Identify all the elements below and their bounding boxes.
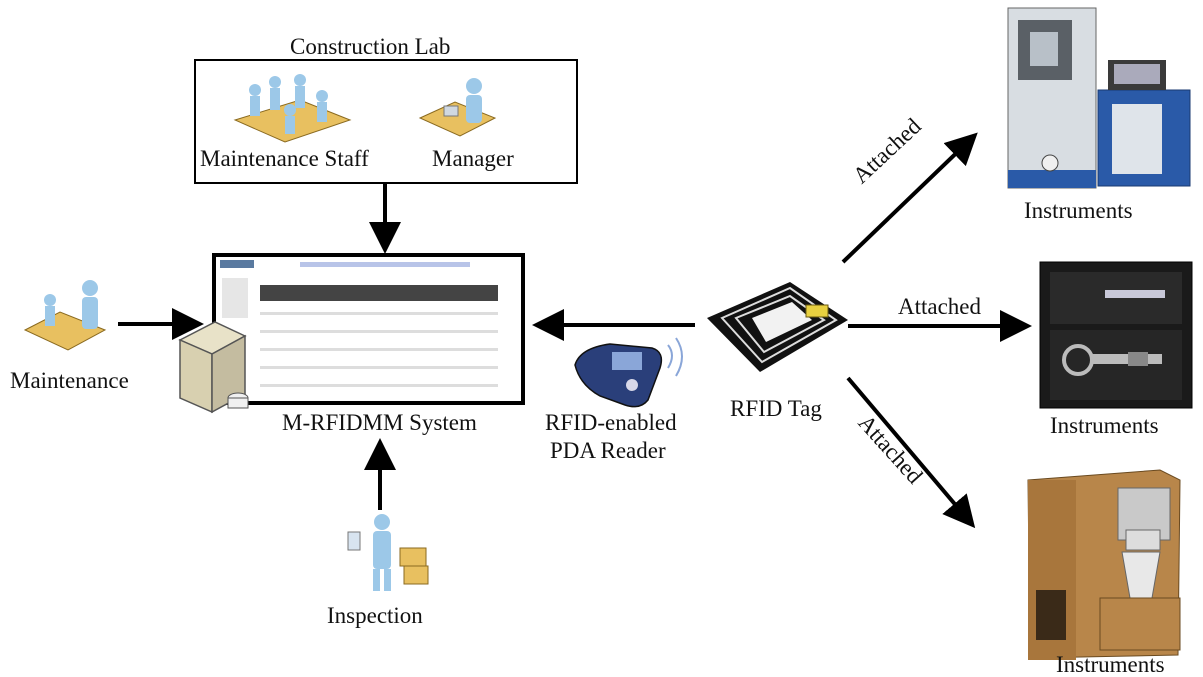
instrument-bottom-image [1027,469,1181,660]
instruments-label-top: Instruments [1024,198,1133,223]
attached-label-middle: Attached [898,294,982,319]
server-icon [178,321,249,414]
maintenance-actor-icon [23,280,107,351]
maintenance-label: Maintenance [10,368,129,393]
instruments-label-middle: Instruments [1050,413,1159,438]
arrow-tag-to-instruments-top [841,132,978,264]
system-screen [212,253,525,405]
instruments-label-bottom: Instruments [1056,652,1165,677]
pda-reader-icon [574,337,683,408]
instrument-top-image [1007,7,1191,189]
maintenance-staff-icon [233,74,352,143]
arrow-tag-to-instruments-bottom [846,376,976,529]
maintenance-staff-label: Maintenance Staff [200,146,369,171]
instrument-middle-image [1039,261,1193,409]
inspection-label: Inspection [327,603,423,628]
system-screen-content [220,260,498,387]
pda-reader-label-line1: RFID-enabled [545,410,677,435]
manager-label: Manager [432,146,514,171]
rfid-tag-icon [707,282,848,372]
pda-reader-label-line2: PDA Reader [550,438,666,463]
construction-lab-title: Construction Lab [290,34,451,59]
manager-icon [418,78,497,137]
inspection-actor-icon [347,514,429,591]
rfid-tag-label: RFID Tag [730,396,822,421]
system-label: M-RFIDMM System [282,410,477,435]
